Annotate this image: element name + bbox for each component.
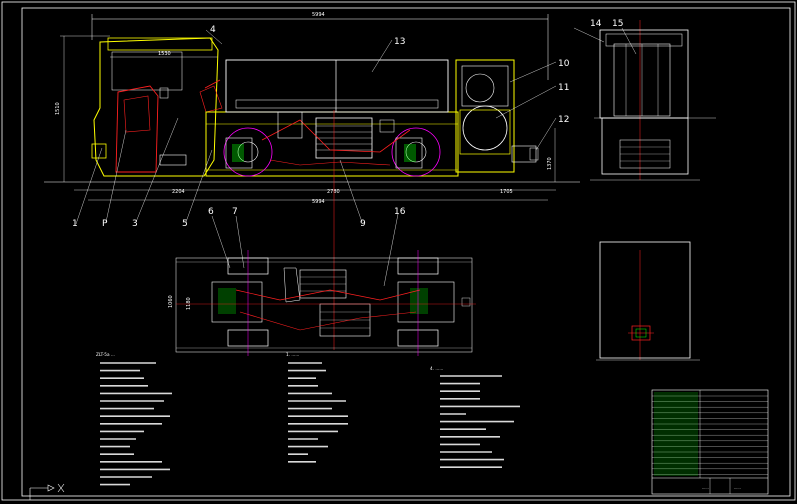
part-label-16: 16 <box>394 207 406 217</box>
part-label-15: 15 <box>612 19 623 29</box>
dim-seg-left: 2204 <box>172 189 185 195</box>
dim-bottom-total: 5994 <box>312 199 325 205</box>
dim-plan-width-b: 1180 <box>186 297 192 310</box>
dim-left-height: 1510 <box>55 102 61 115</box>
part-label-10: 10 <box>558 59 570 69</box>
notes-col1-title: ZLT-5a ... <box>96 352 115 357</box>
part-label-12: 12 <box>558 115 569 125</box>
notes-col3-title: 4. ...... <box>430 366 443 371</box>
part-label-p: P <box>102 219 108 229</box>
title-drawing-name: ...... <box>734 486 741 490</box>
part-label-7: 7 <box>232 207 238 217</box>
drawing-border <box>21 7 791 497</box>
rear-end-view <box>596 241 700 361</box>
part-label-11: 11 <box>558 83 569 93</box>
dim-upper-cab: 1530 <box>158 51 171 57</box>
title-drawing-number: ...... <box>702 486 709 490</box>
dim-seg-mid: 2780 <box>327 189 340 195</box>
part-label-4: 4 <box>210 25 216 35</box>
part-label-6: 6 <box>208 207 214 217</box>
title-block: ...... ...... <box>651 389 769 495</box>
dim-right-height: 1370 <box>547 157 553 170</box>
part-label-13: 13 <box>394 37 405 47</box>
end-view <box>573 27 716 181</box>
dim-plan-width-a: 1060 <box>168 295 174 308</box>
dim-overall-length: 5994 <box>312 12 325 18</box>
part-label-1: 1 <box>72 219 78 229</box>
technical-notes: ZLT-5a ... 1. ...... 4. ...... <box>96 352 520 486</box>
part-label-3: 3 <box>132 219 138 229</box>
part-label-5: 5 <box>182 219 188 229</box>
ucs-icon <box>29 483 65 500</box>
plan-view: 1060 1180 <box>168 159 476 356</box>
notes-col2-title: 1. ...... <box>286 352 299 357</box>
part-labels: 1 P 3 5 6 7 9 16 4 13 10 11 12 14 15 <box>72 19 623 229</box>
side-elevation-view: 5994 1530 1510 1370 <box>44 12 641 360</box>
part-label-9: 9 <box>360 219 366 229</box>
part-label-14: 14 <box>590 19 602 29</box>
dim-seg-right: 1705 <box>500 189 513 195</box>
